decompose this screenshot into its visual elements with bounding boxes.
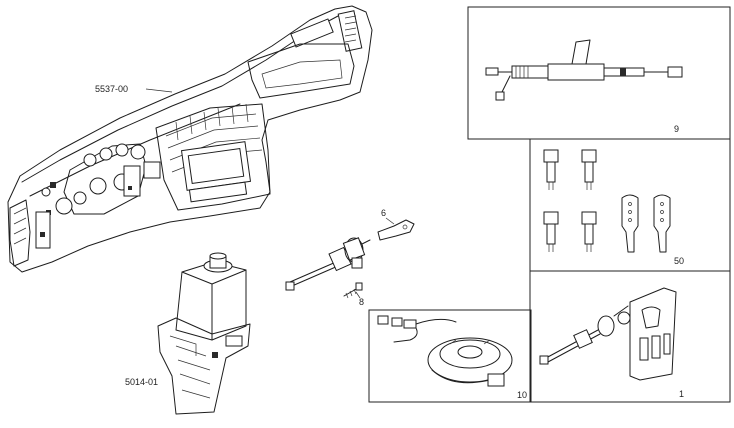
switches-box <box>529 138 731 272</box>
lock-kit-drawing <box>539 287 677 381</box>
clockspring-drawing <box>377 315 513 387</box>
key-drawing <box>377 219 415 241</box>
label-lock-kit: 1 <box>679 389 685 399</box>
steering-column-housing-drawing <box>157 252 251 415</box>
switches-drawing <box>543 149 671 253</box>
label-harness: 9 <box>674 124 680 134</box>
label-clockspring: 10 <box>517 390 528 400</box>
label-housing: 5014-01 <box>125 377 159 387</box>
clockspring-box <box>368 309 532 403</box>
label-switches: 50 <box>674 256 685 266</box>
label-screw: 8 <box>359 297 365 307</box>
lock-kit-box <box>529 270 731 403</box>
screw-drawing <box>343 282 363 299</box>
dashboard-drawing <box>7 5 373 273</box>
leader-line-dashboard <box>145 88 173 93</box>
leader-line-key <box>385 217 395 225</box>
leader-line-screw <box>355 291 361 299</box>
wiring-harness-drawing <box>485 39 683 101</box>
lock-cylinder-drawing <box>285 237 371 291</box>
label-dashboard: 5537-00 <box>95 84 129 94</box>
label-key: 6 <box>381 208 387 218</box>
